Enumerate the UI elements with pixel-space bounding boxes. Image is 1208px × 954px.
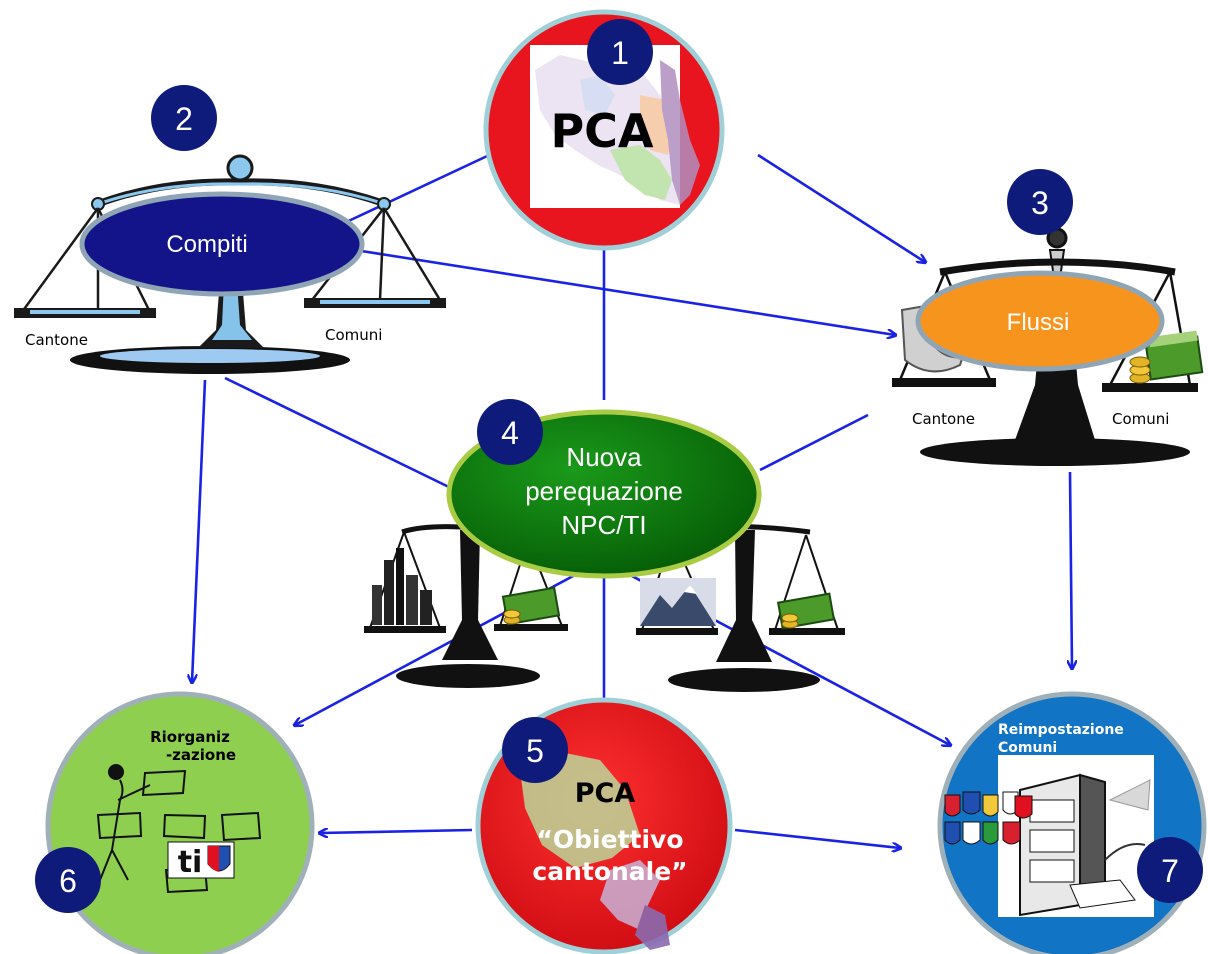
reimp-line1: Reimpostazione <box>998 722 1124 738</box>
badge-4-text: 4 <box>501 415 519 451</box>
riorg-line2: -zazione <box>166 746 236 764</box>
compiti-cantone-label: Cantone <box>25 331 88 349</box>
ticino-map-icon <box>520 752 670 950</box>
node-reimp: Reimpostazione Comuni <box>937 691 1207 954</box>
money-stack-icon <box>501 586 561 626</box>
node-flussi <box>892 227 1204 466</box>
flussi-cantone-label: Cantone <box>912 410 975 428</box>
obiettivo-line1: “Obiettivo <box>536 825 683 854</box>
org-chart-icon <box>96 769 262 894</box>
riorg-line1: Riorganiz <box>150 728 230 746</box>
badge-2: 2 <box>151 85 217 151</box>
badge-5: 5 <box>502 717 568 783</box>
badge-4: 4 <box>477 399 543 465</box>
npc-line2: perequazione <box>525 476 683 506</box>
badge-3-text: 3 <box>1031 185 1049 221</box>
flussi-label: Flussi <box>1007 309 1070 336</box>
badge-7: 7 <box>1137 837 1203 903</box>
line-flussi-to-npc <box>759 413 869 472</box>
badge-1: 1 <box>587 19 653 85</box>
obiettivo-line2: cantonale” <box>532 857 687 886</box>
compiti-ellipse <box>79 191 365 297</box>
arrow-obiettivo-to-reimp <box>734 828 900 848</box>
compiti-comuni-label: Comuni <box>325 326 382 344</box>
badge-2-text: 2 <box>175 101 193 137</box>
compiti-label: Compiti <box>166 231 247 258</box>
badge-3: 3 <box>1007 169 1073 235</box>
arrow-compiti-to-flussi <box>354 248 895 335</box>
coat-of-arms-icon <box>944 791 1033 845</box>
arrow-flussi-to-reimp <box>1070 471 1072 668</box>
badge-7-text: 7 <box>1161 853 1179 889</box>
flussi-ellipse <box>915 270 1165 372</box>
flussi-comuni-label: Comuni <box>1112 410 1169 428</box>
node-pca: PCA <box>483 9 725 251</box>
node-obiettivo: PCA “Obiettivo cantonale” <box>475 697 733 954</box>
npc-line3: NPC/TI <box>561 510 646 540</box>
money-stack-icon <box>776 592 836 630</box>
city-icon <box>372 548 432 625</box>
badge-5-text: 5 <box>526 733 544 769</box>
ticino-map-icon <box>535 50 700 205</box>
ticino-logo: ti <box>167 841 235 880</box>
pca-title: PCA <box>550 104 653 158</box>
badge-6: 6 <box>35 847 101 913</box>
ticino-logo-text: ti <box>178 845 203 880</box>
arrow-pca-to-compiti <box>340 148 501 225</box>
arrow-pca-to-flussi <box>757 153 925 262</box>
node-compiti <box>14 154 446 374</box>
filing-cabinet-icon <box>1019 773 1151 917</box>
badge-6-text: 6 <box>59 863 77 899</box>
npc-line1: Nuova <box>566 442 642 472</box>
badge-1-text: 1 <box>611 35 629 71</box>
reimp-line2: Comuni <box>998 740 1057 756</box>
line-compiti-to-npc <box>224 376 456 492</box>
money-stack-icon <box>1129 330 1204 384</box>
arrow-compiti-to-riorg <box>192 379 207 682</box>
arrow-obiettivo-to-riorg <box>320 830 473 833</box>
badges: 1 2 3 4 5 6 7 <box>35 19 1203 913</box>
node-riorg: ti <box>45 691 315 954</box>
stick-figure-head <box>108 764 124 780</box>
mountain-icon <box>640 578 716 626</box>
obiettivo-title: PCA <box>575 778 636 809</box>
